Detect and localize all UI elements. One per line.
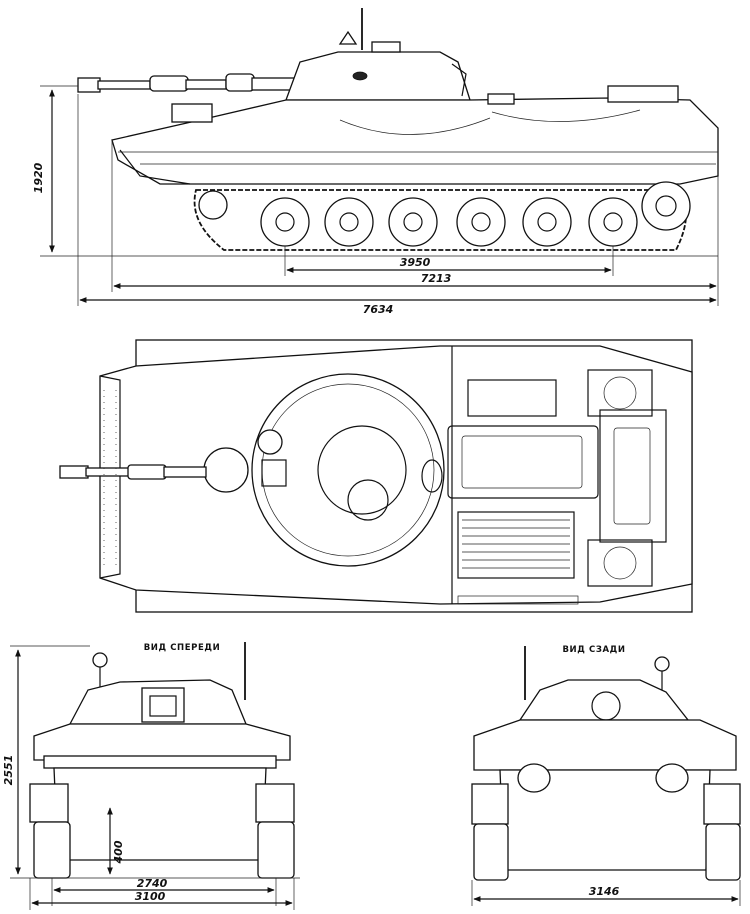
- front-silhouette: [29, 642, 295, 879]
- dim-track-2740: 2740: [137, 877, 168, 890]
- top-view: [59, 339, 693, 613]
- side-hull: [111, 85, 719, 185]
- dim-width-3100: 3100: [135, 890, 166, 903]
- dim-width-3146: 3146: [589, 885, 620, 898]
- dim-length-7634: 7634: [363, 303, 394, 316]
- rear-dimensions: 3146: [471, 880, 741, 906]
- road-wheels: [260, 197, 638, 247]
- engine-grille: [462, 519, 570, 569]
- rear-view-caption: ВИД СЗАДИ: [562, 645, 625, 655]
- dim-wheelbase-3950: 3950: [400, 256, 431, 269]
- side-view: 1920 3950 7213 7634: [32, 8, 719, 316]
- top-gun-barrel: [59, 447, 249, 493]
- dim-height-2551: 2551: [2, 755, 15, 786]
- front-dimensions: 2551 400 2740 3100: [2, 645, 300, 910]
- side-gun-barrel: [77, 73, 298, 93]
- engine-deck: [447, 369, 667, 587]
- dim-hull-7213: 7213: [421, 272, 452, 285]
- front-view: ВИД СПЕРЕДИ 2551 400 2740: [2, 642, 300, 910]
- side-running-gear: [193, 181, 691, 251]
- dim-height-1920: 1920: [32, 162, 45, 193]
- rear-view: ВИД СЗАДИ 3146: [471, 645, 741, 906]
- rear-silhouette: [471, 646, 741, 881]
- top-turret: [251, 373, 445, 567]
- front-view-caption: ВИД СПЕРЕДИ: [144, 643, 221, 653]
- dim-clearance-400: 400: [112, 840, 125, 864]
- side-turret: [285, 8, 471, 101]
- side-dimensions: 1920 3950 7213 7634: [32, 85, 719, 316]
